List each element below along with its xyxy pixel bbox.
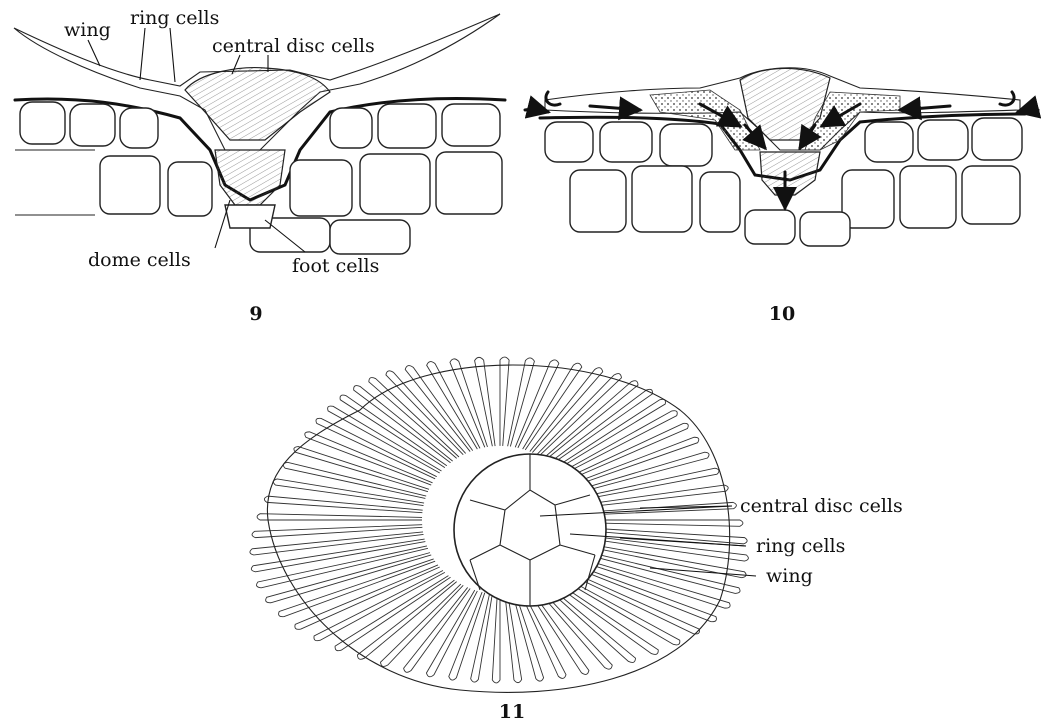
dome-cells-shape bbox=[760, 152, 820, 195]
arrow-right-edge bbox=[1018, 109, 1038, 112]
figure-11-number: 11 bbox=[499, 701, 525, 723]
fig9-label-foot-cells: foot cells bbox=[292, 255, 379, 277]
wing-lobe bbox=[515, 360, 559, 448]
figure-9: wing ring cells central disc cells dome … bbox=[14, 7, 505, 325]
wing-lobe bbox=[354, 386, 453, 463]
wing-lobe bbox=[569, 437, 699, 487]
figure-10: 10 bbox=[525, 68, 1038, 325]
wing-lobe bbox=[283, 462, 426, 498]
wing-lobe bbox=[549, 389, 652, 464]
wing-lobe bbox=[252, 525, 422, 538]
arrow-surface-2 bbox=[900, 106, 950, 110]
wing-lobe bbox=[492, 594, 500, 683]
figure-9-number: 9 bbox=[249, 303, 262, 325]
fig11-label-wing: wing bbox=[766, 565, 813, 587]
arrow-left-edge bbox=[525, 109, 548, 112]
wing-lobe bbox=[257, 514, 422, 520]
wing-lobe bbox=[500, 357, 509, 446]
wing-lobe bbox=[369, 378, 459, 459]
figure-11: central disc cells ring cells wing 11 bbox=[250, 357, 903, 723]
fig9-label-ring-cells: ring cells bbox=[130, 7, 219, 29]
fig11-label-central-disc-cells: central disc cells bbox=[740, 495, 903, 517]
central-disc-shape bbox=[185, 68, 330, 140]
wing-lobe bbox=[273, 479, 424, 506]
wing-lobe bbox=[314, 571, 445, 641]
foot-cells-shape bbox=[225, 205, 275, 228]
fig9-label-central-disc-cells: central disc cells bbox=[212, 35, 375, 57]
fig9-label-dome-cells: dome cells bbox=[88, 249, 191, 271]
wing-lobe bbox=[475, 357, 495, 446]
figure-10-number: 10 bbox=[769, 303, 795, 325]
fig11-label-ring-cells: ring cells bbox=[756, 535, 845, 557]
wing-lobe bbox=[555, 399, 665, 469]
wing-lobe bbox=[316, 418, 437, 479]
wing-lobe bbox=[543, 381, 638, 460]
wing-lobe bbox=[427, 362, 480, 450]
wing-lobe bbox=[386, 371, 466, 455]
arrow-surface-1 bbox=[590, 106, 640, 110]
wing-lobe bbox=[505, 594, 522, 683]
wing-lobe bbox=[471, 593, 493, 682]
wing-lobe bbox=[530, 368, 603, 453]
fig9-label-wing: wing bbox=[64, 19, 111, 41]
dome-cells-shape bbox=[215, 150, 285, 205]
wing-lobe bbox=[426, 590, 477, 677]
